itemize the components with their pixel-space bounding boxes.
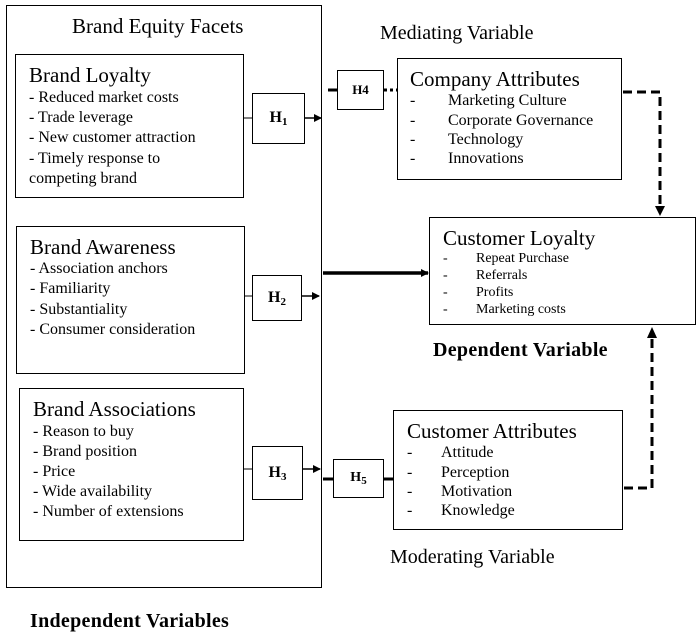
hypothesis-h2-box: H2 [252, 275, 302, 321]
hypothesis-h5-label: H5 [350, 470, 367, 487]
customer-loyalty-title: Customer Loyalty [443, 226, 596, 250]
brand-associations-item: - Wide availability [33, 483, 153, 500]
brand-loyalty-item: - Reduced market costs [29, 89, 179, 106]
brand-loyalty-item: - Timely response to [29, 150, 161, 167]
customer-attributes-item: -Attitude [407, 444, 494, 461]
brand-loyalty-box [15, 54, 244, 198]
brand-awareness-item: - Association anchors [30, 260, 168, 277]
brand-associations-title: Brand Associations [33, 397, 196, 421]
brand-associations-item: - Price [33, 463, 76, 480]
hypothesis-h1-box: H1 [252, 93, 305, 144]
brand-awareness-box [16, 226, 245, 374]
dependent-variable-label: Dependent Variable [433, 339, 608, 361]
brand-associations-item: - Brand position [33, 443, 137, 460]
hypothesis-h4-label: H4 [352, 82, 369, 97]
arrowhead-down [655, 206, 665, 216]
customer-attributes-item: -Motivation [407, 483, 513, 500]
customer-loyalty-box [429, 217, 696, 325]
brand-awareness-title: Brand Awareness [30, 235, 176, 259]
brand-loyalty-item: - New customer attraction [29, 129, 196, 146]
hypothesis-h4-box: H4 [337, 70, 384, 110]
brand-equity-facets-title: Brand Equity Facets [72, 14, 244, 38]
hypothesis-h3-box: H3 [252, 446, 303, 500]
hypothesis-h2-label: H2 [268, 288, 286, 308]
independent-variables-label: Independent Variables [30, 610, 230, 632]
customer-attributes-box [393, 410, 623, 530]
customer-loyalty-item: -Referrals [443, 268, 528, 283]
brand-awareness-item: - Familiarity [30, 280, 111, 297]
brand-loyalty-item: competing brand [29, 170, 137, 187]
arrow-company-to-customer-loyalty [623, 90, 662, 208]
brand-associations-box [19, 388, 244, 541]
brand-associations-item: - Reason to buy [33, 423, 134, 440]
hypothesis-h3-label: H3 [268, 463, 287, 483]
customer-attributes-item: -Knowledge [407, 502, 515, 519]
company-attributes-item: -Innovations [410, 150, 524, 167]
company-attributes-item: -Corporate Governance [410, 112, 594, 129]
customer-loyalty-item: -Repeat Purchase [443, 251, 569, 266]
brand-loyalty-title: Brand Loyalty [29, 63, 151, 87]
hypothesis-h5-box: H5 [333, 459, 384, 498]
brand-awareness-item: - Substantiality [30, 301, 128, 318]
brand-associations-item: - Number of extensions [33, 503, 184, 520]
customer-attributes-item: -Perception [407, 464, 510, 481]
company-attributes-item: -Marketing Culture [410, 92, 567, 109]
customer-attributes-title: Customer Attributes [407, 419, 577, 443]
company-attributes-title: Company Attributes [410, 67, 580, 91]
mediating-variable-label: Mediating Variable [380, 22, 534, 44]
brand-loyalty-item: - Trade leverage [29, 109, 133, 126]
company-attributes-box [397, 58, 622, 180]
arrow-customer-attributes-to-customer-loyalty [624, 338, 654, 490]
moderating-variable-label: Moderating Variable [390, 546, 555, 568]
brand-awareness-item: - Consumer consideration [30, 321, 196, 338]
arrowhead-up [647, 327, 657, 338]
customer-loyalty-item: -Profits [443, 285, 514, 300]
customer-loyalty-item: -Marketing costs [443, 302, 566, 317]
hypothesis-h1-label: H1 [269, 109, 288, 128]
company-attributes-item: -Technology [410, 131, 524, 148]
